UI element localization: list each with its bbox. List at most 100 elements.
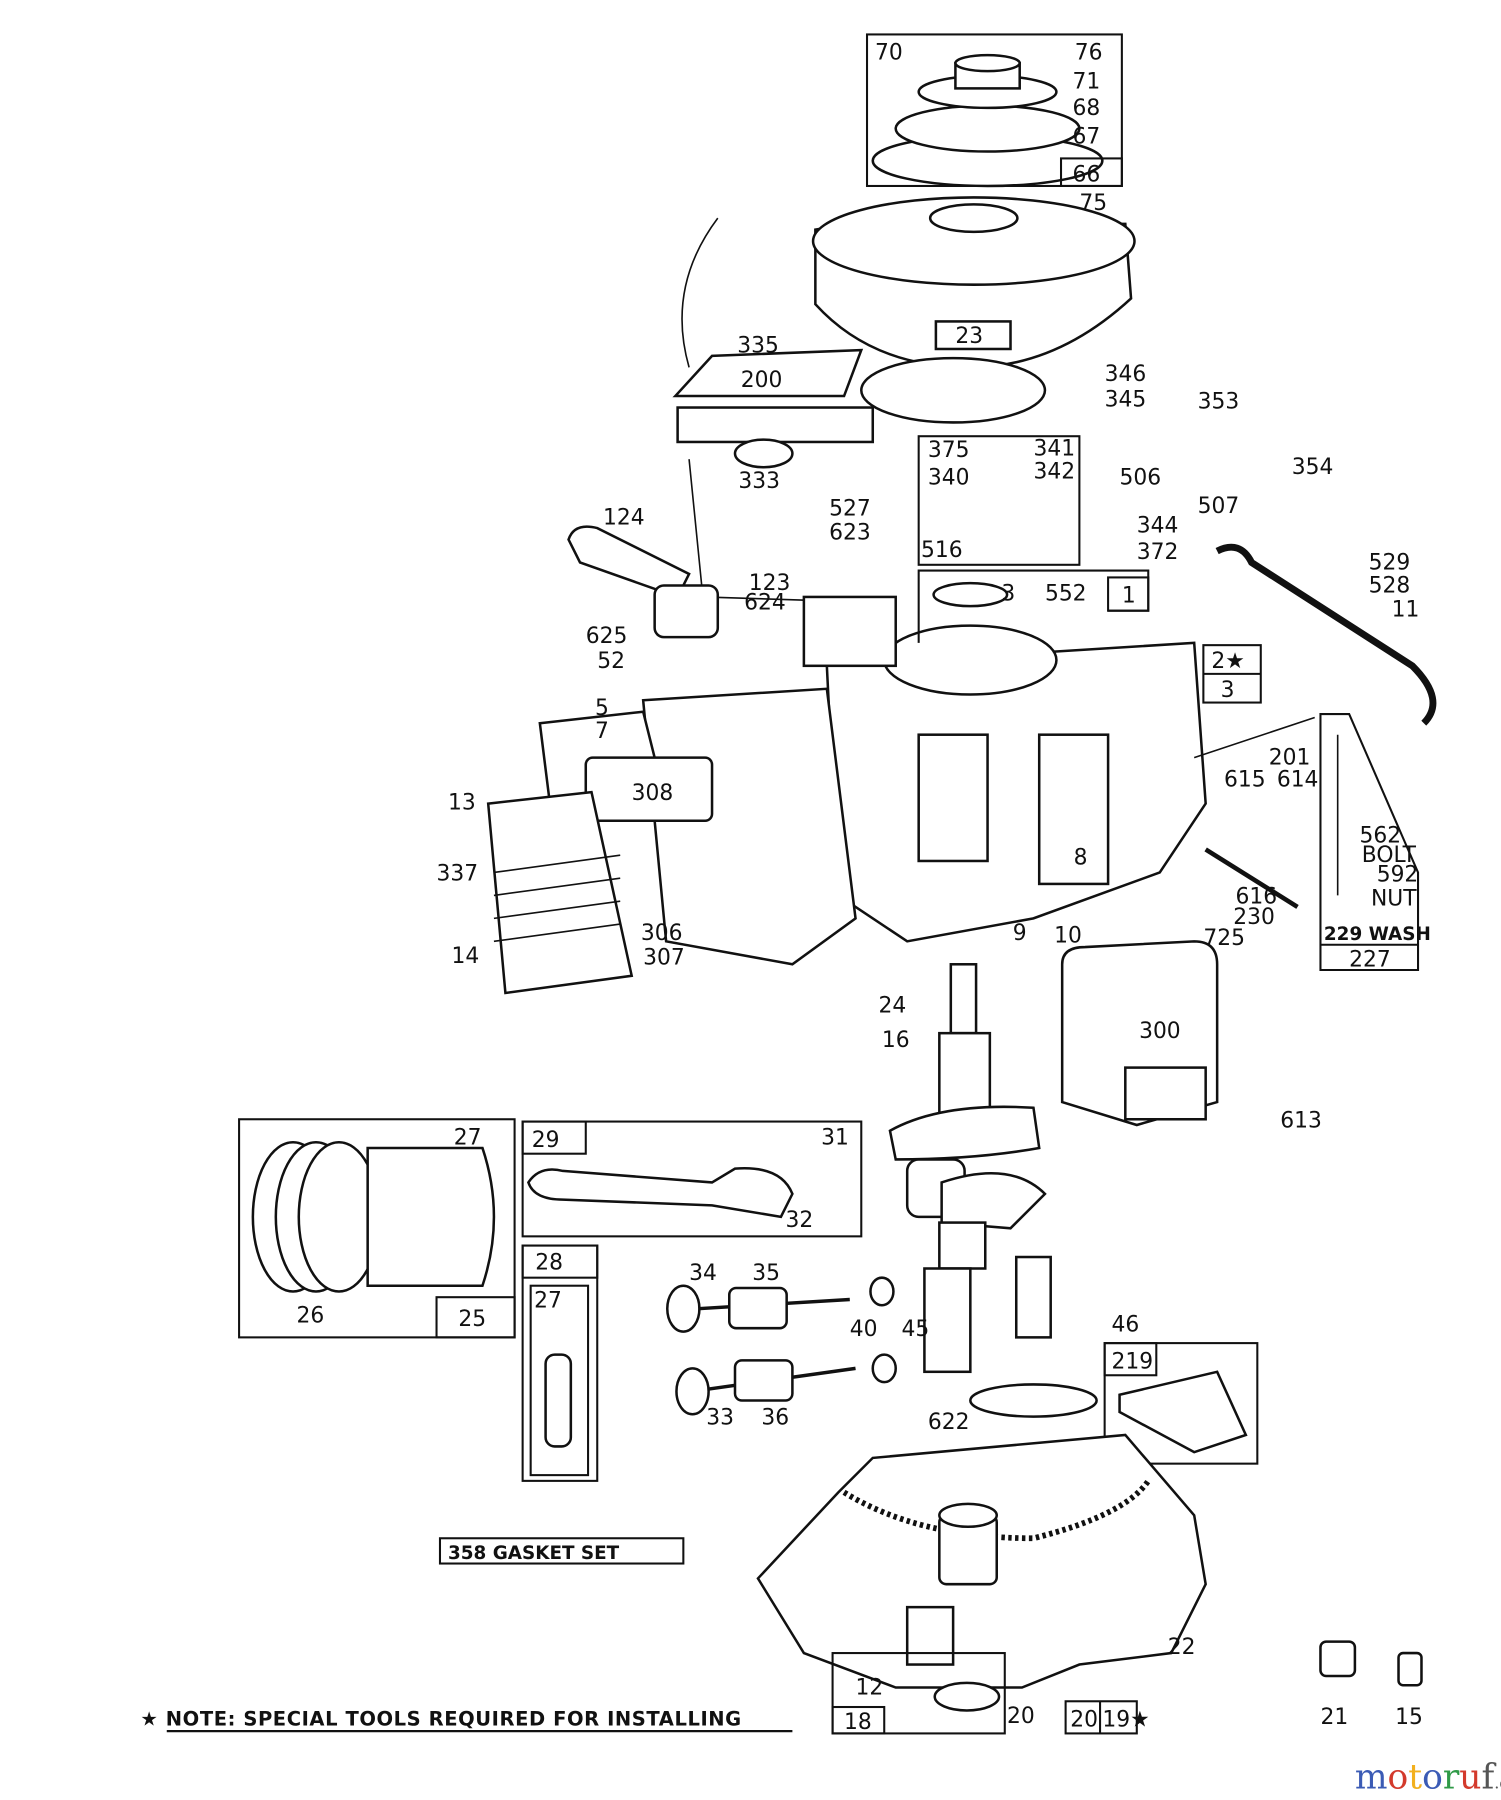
bracket-group-box bbox=[917, 435, 1081, 566]
callout-24: 24 bbox=[878, 994, 906, 1019]
callout-300: 300 bbox=[1139, 1019, 1181, 1044]
boxed-callout-358-gasket-set: 358 GASKET SET bbox=[448, 1543, 620, 1564]
callout-622: 622 bbox=[928, 1410, 970, 1435]
callout-529: 529 bbox=[1369, 550, 1411, 575]
valves-drawing bbox=[666, 1276, 897, 1416]
boxed-callout-229-wash: 229 WASH bbox=[1324, 924, 1431, 945]
crankshaft-drawing bbox=[888, 963, 1047, 1374]
callout-26: 26 bbox=[296, 1303, 324, 1328]
bracket-227-box bbox=[1319, 712, 1420, 972]
callout-75: 75 bbox=[1079, 191, 1107, 216]
callout-527: 527 bbox=[829, 496, 871, 521]
callout-123: 123 bbox=[749, 571, 791, 596]
boxed-callout-25: 25 bbox=[458, 1307, 486, 1332]
boxed-callout-28: 28 bbox=[535, 1251, 563, 1276]
callout-528: 528 bbox=[1369, 573, 1411, 598]
armature-drawing bbox=[672, 348, 864, 398]
group-219-box bbox=[1103, 1342, 1259, 1465]
callout-308: 308 bbox=[632, 781, 674, 806]
boxed-callout-19: 19★ bbox=[1102, 1708, 1149, 1733]
callout-354: 354 bbox=[1292, 455, 1334, 480]
callout-372: 372 bbox=[1137, 540, 1179, 565]
callout-346: 346 bbox=[1105, 362, 1147, 387]
callout-307: 307 bbox=[643, 945, 685, 970]
boxed-callout-66: 66 bbox=[1073, 162, 1101, 187]
callout-340: 340 bbox=[928, 465, 970, 490]
callout-22: 22 bbox=[1168, 1635, 1196, 1660]
flywheel-plate-drawing bbox=[860, 356, 1047, 424]
callout-21: 21 bbox=[1320, 1705, 1348, 1730]
callout-625: 625 bbox=[586, 624, 628, 649]
boxed-callout-3: 3 bbox=[1221, 678, 1235, 703]
callout-40: 40 bbox=[850, 1317, 878, 1342]
part-drawings bbox=[238, 33, 1437, 1735]
callout-507: 507 bbox=[1198, 494, 1240, 519]
starter-group-box bbox=[865, 33, 1123, 188]
callout-200: 200 bbox=[741, 368, 783, 393]
boxed-callout-1: 1 bbox=[1122, 584, 1136, 609]
callout-35: 35 bbox=[752, 1261, 780, 1286]
lever-shaft-drawing bbox=[1204, 847, 1299, 909]
callout-124: 124 bbox=[603, 506, 645, 531]
plug-15-drawing bbox=[1397, 1651, 1423, 1687]
connecting-rod-drawing bbox=[526, 1166, 794, 1219]
boxed-callout-20: 20 bbox=[1070, 1708, 1098, 1733]
callout-7: 7 bbox=[595, 719, 609, 744]
callout-562: 562 bbox=[1359, 824, 1401, 849]
callout-613: 613 bbox=[1280, 1108, 1322, 1133]
callout-9: 9 bbox=[1013, 921, 1027, 946]
boxed-callout-227: 227 bbox=[1349, 948, 1391, 973]
callout-32: 32 bbox=[786, 1208, 814, 1233]
armature-foot-drawing bbox=[733, 438, 794, 469]
callout-76: 76 bbox=[1075, 41, 1103, 66]
callout-71: 71 bbox=[1073, 69, 1101, 94]
boxed-callout-219: 219 bbox=[1112, 1349, 1154, 1374]
callout-506: 506 bbox=[1120, 465, 1162, 490]
callout-45: 45 bbox=[901, 1317, 929, 1342]
callout-70: 70 bbox=[875, 41, 903, 66]
callout-68: 68 bbox=[1073, 96, 1101, 121]
callout-725: 725 bbox=[1203, 926, 1245, 951]
callout-341: 341 bbox=[1033, 437, 1075, 462]
boxed-callout-375: 375 bbox=[928, 438, 970, 463]
callout-16: 16 bbox=[882, 1028, 910, 1053]
callout-34: 34 bbox=[689, 1261, 717, 1286]
callout-335: 335 bbox=[737, 333, 779, 358]
callout-353: 353 bbox=[1198, 390, 1240, 415]
callout-52: 52 bbox=[597, 649, 625, 674]
callout-67: 67 bbox=[1073, 124, 1101, 149]
installation-note: ★ NOTE: SPECIAL TOOLS REQUIRED FOR INSTA… bbox=[140, 1707, 741, 1730]
callout-342: 342 bbox=[1033, 460, 1075, 485]
callout-27: 27 bbox=[534, 1289, 562, 1314]
callout-614: 614 bbox=[1277, 767, 1319, 792]
starter-assembly-drawing bbox=[871, 53, 1104, 188]
callout-11: 11 bbox=[1392, 597, 1420, 622]
flywheel-drawing bbox=[681, 196, 1136, 369]
connecting-rod-box bbox=[521, 1120, 863, 1238]
callout-201: 201 bbox=[1269, 746, 1311, 771]
callout-8: 8 bbox=[1074, 845, 1088, 870]
callout-bolt: BOLT bbox=[1362, 843, 1417, 868]
callout-344: 344 bbox=[1137, 514, 1179, 539]
breather-drawing bbox=[653, 584, 720, 639]
callout-15: 15 bbox=[1395, 1705, 1423, 1730]
callout-36: 36 bbox=[761, 1406, 789, 1431]
callout-31: 31 bbox=[821, 1126, 849, 1151]
callout-552: 552 bbox=[1045, 581, 1087, 606]
oil-seal-drawing bbox=[933, 1681, 1001, 1712]
plug-21-drawing bbox=[1319, 1640, 1357, 1678]
callout-516: 516 bbox=[921, 538, 963, 563]
piston-pin-drawing bbox=[544, 1353, 573, 1448]
boxed-callout-18: 18 bbox=[844, 1710, 872, 1735]
sump-drawing bbox=[756, 1433, 1207, 1689]
callout-nut: NUT bbox=[1371, 887, 1417, 912]
cylinder-block-drawing bbox=[486, 581, 1207, 995]
callout-3: 3 bbox=[1001, 581, 1015, 606]
callout-27: 27 bbox=[454, 1126, 482, 1151]
camshaft-drawing bbox=[969, 1255, 1098, 1418]
callout-46: 46 bbox=[1112, 1313, 1140, 1338]
callout-615: 615 bbox=[1224, 767, 1266, 792]
callout-230: 230 bbox=[1233, 905, 1275, 930]
